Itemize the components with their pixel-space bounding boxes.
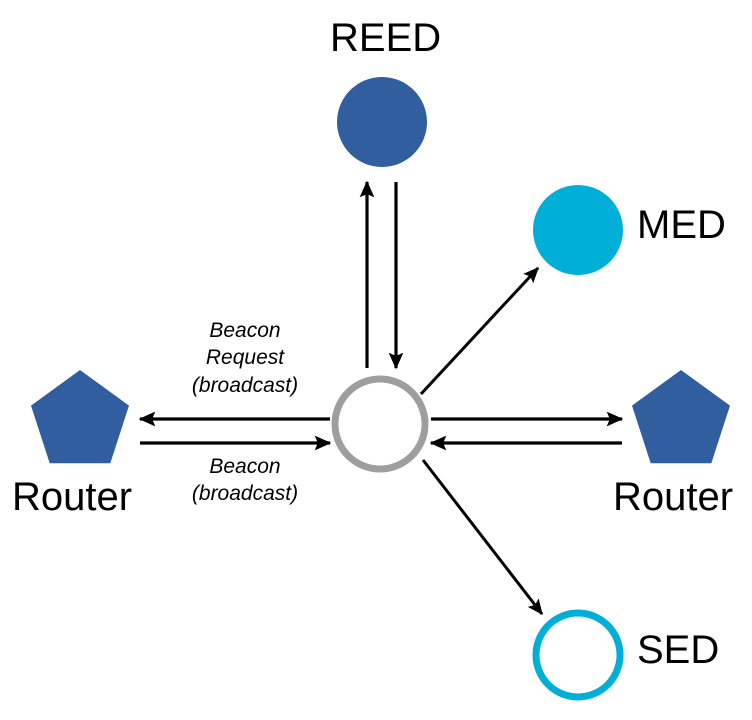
- node-center-leader[interactable]: [331, 375, 429, 473]
- node-sed[interactable]: [532, 609, 624, 701]
- edge-label-beacon-request-line2: Request: [205, 346, 285, 370]
- edge-label-beacon: Beacon (broadcast): [157, 453, 333, 508]
- node-reed[interactable]: [337, 77, 427, 167]
- edge-label-beacon-line2: (broadcast): [191, 482, 299, 506]
- node-med[interactable]: [533, 185, 623, 275]
- node-label-router-left: Router: [12, 475, 133, 519]
- node-label-router-right: Router: [613, 475, 734, 519]
- edge-label-beacon-line1: Beacon: [209, 455, 281, 478]
- edge-label-beacon-request-line3: (broadcast): [191, 373, 299, 397]
- node-router-left[interactable]: [31, 370, 129, 464]
- node-label-med: MED: [637, 203, 726, 247]
- arrow-center-to-sed: [421, 459, 544, 615]
- node-label-reed: REED: [330, 16, 442, 60]
- node-label-sed: SED: [637, 628, 720, 672]
- node-router-right[interactable]: [632, 370, 730, 464]
- edge-label-beacon-request-line1: Beacon: [209, 319, 281, 342]
- edge-label-beacon-request: Beacon Request (broadcast): [157, 317, 333, 399]
- arrow-center-to-med: [419, 266, 540, 396]
